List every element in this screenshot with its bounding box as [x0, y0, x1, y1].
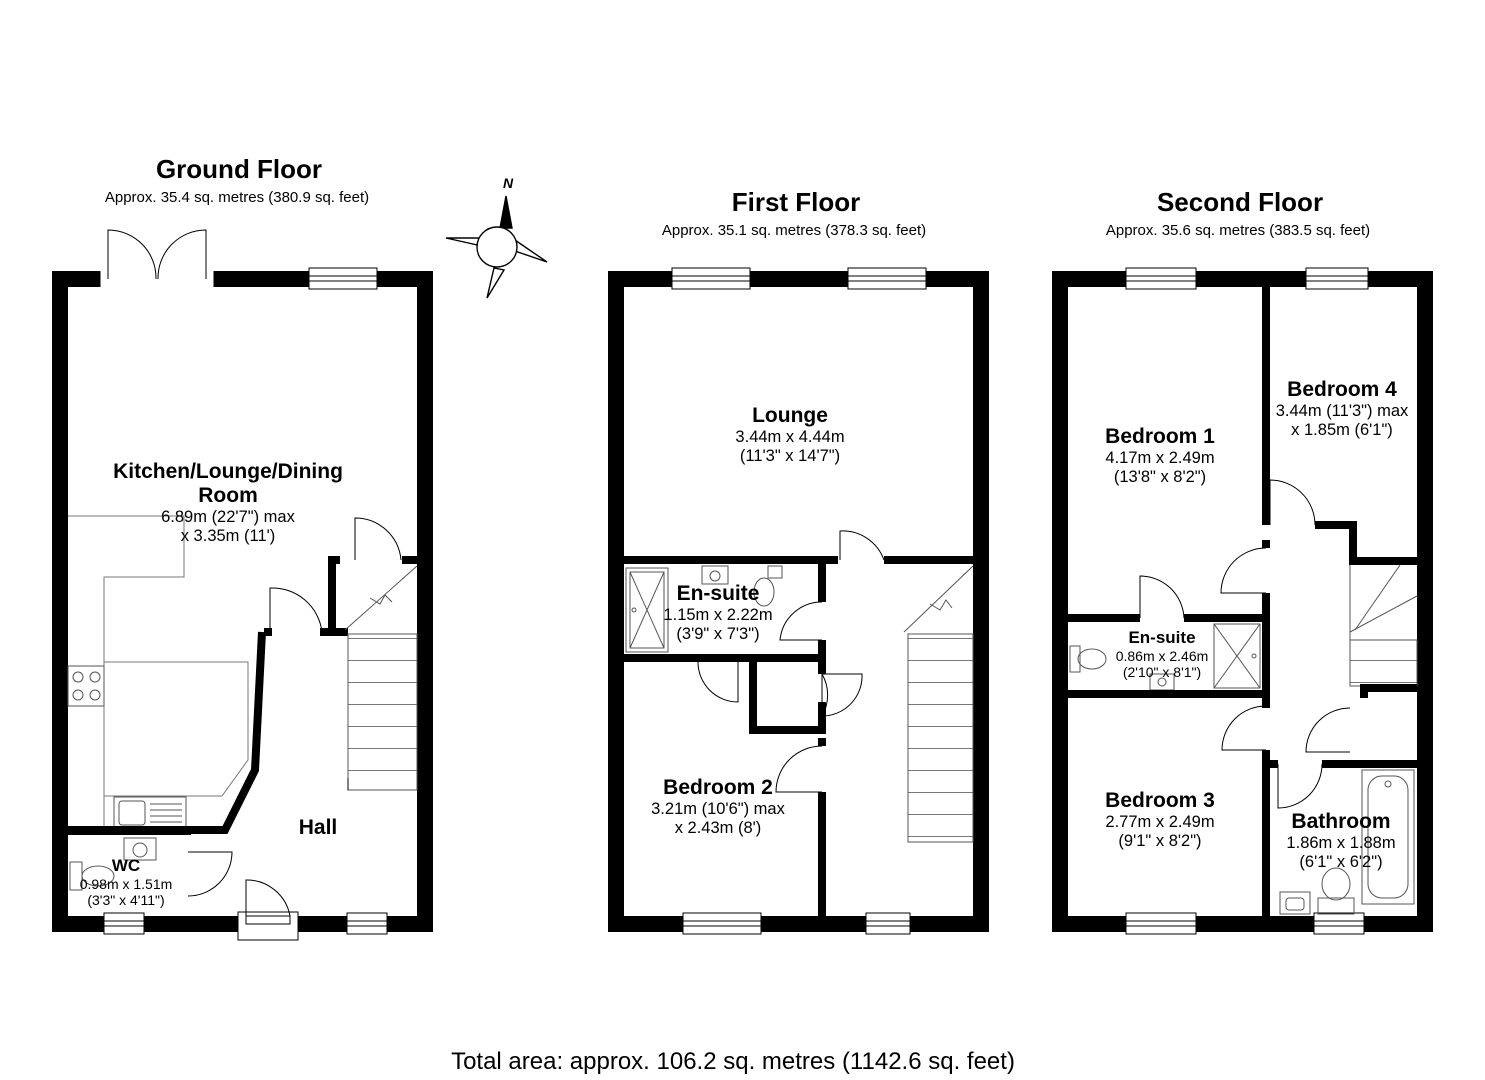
ground-floor-title: Ground Floor [155, 154, 323, 184]
room-name: Bedroom 3 [1105, 789, 1215, 812]
basin-icon [701, 565, 729, 585]
window [308, 267, 378, 290]
room-label-bathroom: Bathroom 1.86m x 1.88m (6'1" x 6'2") [1286, 810, 1395, 872]
bedroom2-door [775, 745, 823, 793]
toilet-icon [1317, 867, 1355, 915]
compass-north-label: N [502, 175, 514, 191]
room-dimensions-imperial: (2'10" x 8'1") [1122, 663, 1202, 680]
room-label-bedroom-4: Bedroom 4 3.44m (11'3") max x 1.85m (6'1… [1276, 378, 1409, 440]
second-floor-area: Approx. 35.6 sq. metres (383.5 sq. feet) [1105, 222, 1371, 239]
room-dimensions-imperial: (3'9" x 7'3") [676, 625, 760, 644]
room-name-hall: Hall [298, 816, 338, 839]
room-dimensions: 3.21m (10'6") max [651, 800, 785, 819]
room-label-wc: WC 0.98m x 1.51m (3'3" x 4'11") [80, 856, 173, 908]
toilet-icon [69, 861, 115, 891]
staircase [344, 565, 418, 791]
first-floor-area: Approx. 35.1 sq. metres (378.3 sq. feet) [661, 222, 927, 239]
window [671, 267, 927, 935]
room-label-bedroom-1: Bedroom 1 4.17m x 2.49m (13'8" x 8'2") [1105, 425, 1215, 487]
room-name: En-suite [676, 582, 760, 605]
room-name-line2: Room [198, 484, 258, 508]
front-door [237, 879, 299, 941]
window [103, 912, 388, 935]
wc-door [187, 851, 233, 897]
room-dimensions-imperial: (11'3" x 14'7") [739, 447, 841, 466]
toilet-icon [753, 565, 783, 607]
room-name: En-suite [1128, 628, 1196, 647]
room-name: Bedroom 2 [663, 776, 773, 799]
room-dimensions: 4.17m x 2.49m [1105, 449, 1215, 468]
room-name: WC [111, 856, 141, 875]
staircase [903, 565, 974, 843]
room-dimensions-imperial: (9'1" x 8'2") [1118, 832, 1202, 851]
ensuite-door [1139, 575, 1185, 619]
bathroom-door [1277, 707, 1351, 809]
ground-floor-area: Approx. 35.4 sq. metres (380.9 sq. feet) [104, 189, 370, 206]
french-doors [107, 229, 207, 280]
room-label-bedroom-2: Bedroom 2 3.21m (10'6") max x 2.43m (8') [651, 776, 785, 838]
bedroom3-door [1221, 705, 1267, 751]
room-dimensions-imperial: (3'3" x 4'11") [87, 891, 165, 908]
toilet-icon [1069, 645, 1107, 673]
room-dimensions: 1.15m x 2.22m [663, 606, 773, 625]
ground-floor-plan [52, 229, 433, 941]
cupboard-door [354, 517, 402, 561]
cupboard-door [821, 673, 863, 718]
lounge-door [839, 530, 885, 561]
second-floor-plan [1052, 267, 1433, 935]
hall-door [269, 587, 323, 633]
room-dimensions: 1.86m x 1.88m [1286, 834, 1396, 853]
room-dimensions: 2.77m x 2.49m [1105, 813, 1215, 832]
window [1125, 267, 1369, 935]
room-name: Lounge [752, 404, 828, 427]
room-label-ensuite-second: En-suite 0.86m x 2.46m (2'10" x 8'1") [1116, 628, 1209, 680]
room-dimensions: 0.98m x 1.51m [79, 875, 173, 892]
shower-icon [1213, 623, 1261, 689]
room-label-bedroom-3: Bedroom 3 2.77m x 2.49m (9'1" x 8'2") [1105, 789, 1215, 851]
room-dimensions-imperial: (6'1" x 6'2") [1299, 853, 1383, 872]
shower-icon [625, 567, 669, 653]
room-label-kitchen: Kitchen/Lounge/Dining Room 6.89m (22'7")… [113, 460, 343, 546]
room-label-ensuite-first: En-suite 1.15m x 2.22m (3'9" x 7'3") [663, 582, 772, 644]
room-name: Bedroom 1 [1105, 425, 1215, 448]
room-dimensions: 0.86m x 2.46m [1115, 647, 1209, 664]
bedroom4-door [1269, 479, 1316, 526]
room-name: Bathroom [1291, 810, 1391, 833]
room-dimensions-imperial: (13'8" x 8'2") [1113, 468, 1207, 487]
room-dimensions: 3.44m x 4.44m [735, 428, 845, 447]
second-floor-title: Second Floor [1156, 187, 1324, 217]
room-dimensions-imperial: x 2.43m (8') [674, 819, 762, 838]
room-name: Kitchen/Lounge/Dining [113, 460, 343, 483]
ensuite-door [697, 601, 823, 703]
first-floor-title: First Floor [731, 187, 861, 217]
bath-icon [1361, 769, 1415, 905]
first-floor-plan [608, 267, 989, 935]
room-dimensions: 3.44m (11'3") max [1275, 402, 1409, 421]
room-dimensions-imperial: x 1.85m (6'1") [1291, 421, 1393, 440]
kitchen-worktop [68, 515, 249, 835]
bedroom1-door [1220, 547, 1267, 594]
room-dimensions-imperial: x 3.35m (11') [180, 527, 276, 546]
room-label-lounge: Lounge 3.44m x 4.44m (11'3" x 14'7") [735, 404, 844, 466]
wc-basin-icon [123, 837, 157, 861]
basin-icon [1279, 891, 1311, 915]
room-name: Bedroom 4 [1287, 378, 1397, 401]
hob-icon [67, 665, 105, 707]
room-dimensions: 6.89m (22'7") max [161, 508, 295, 527]
compass-icon [445, 195, 548, 299]
total-area: Total area: approx. 106.2 sq. metres (11… [451, 1048, 1015, 1075]
